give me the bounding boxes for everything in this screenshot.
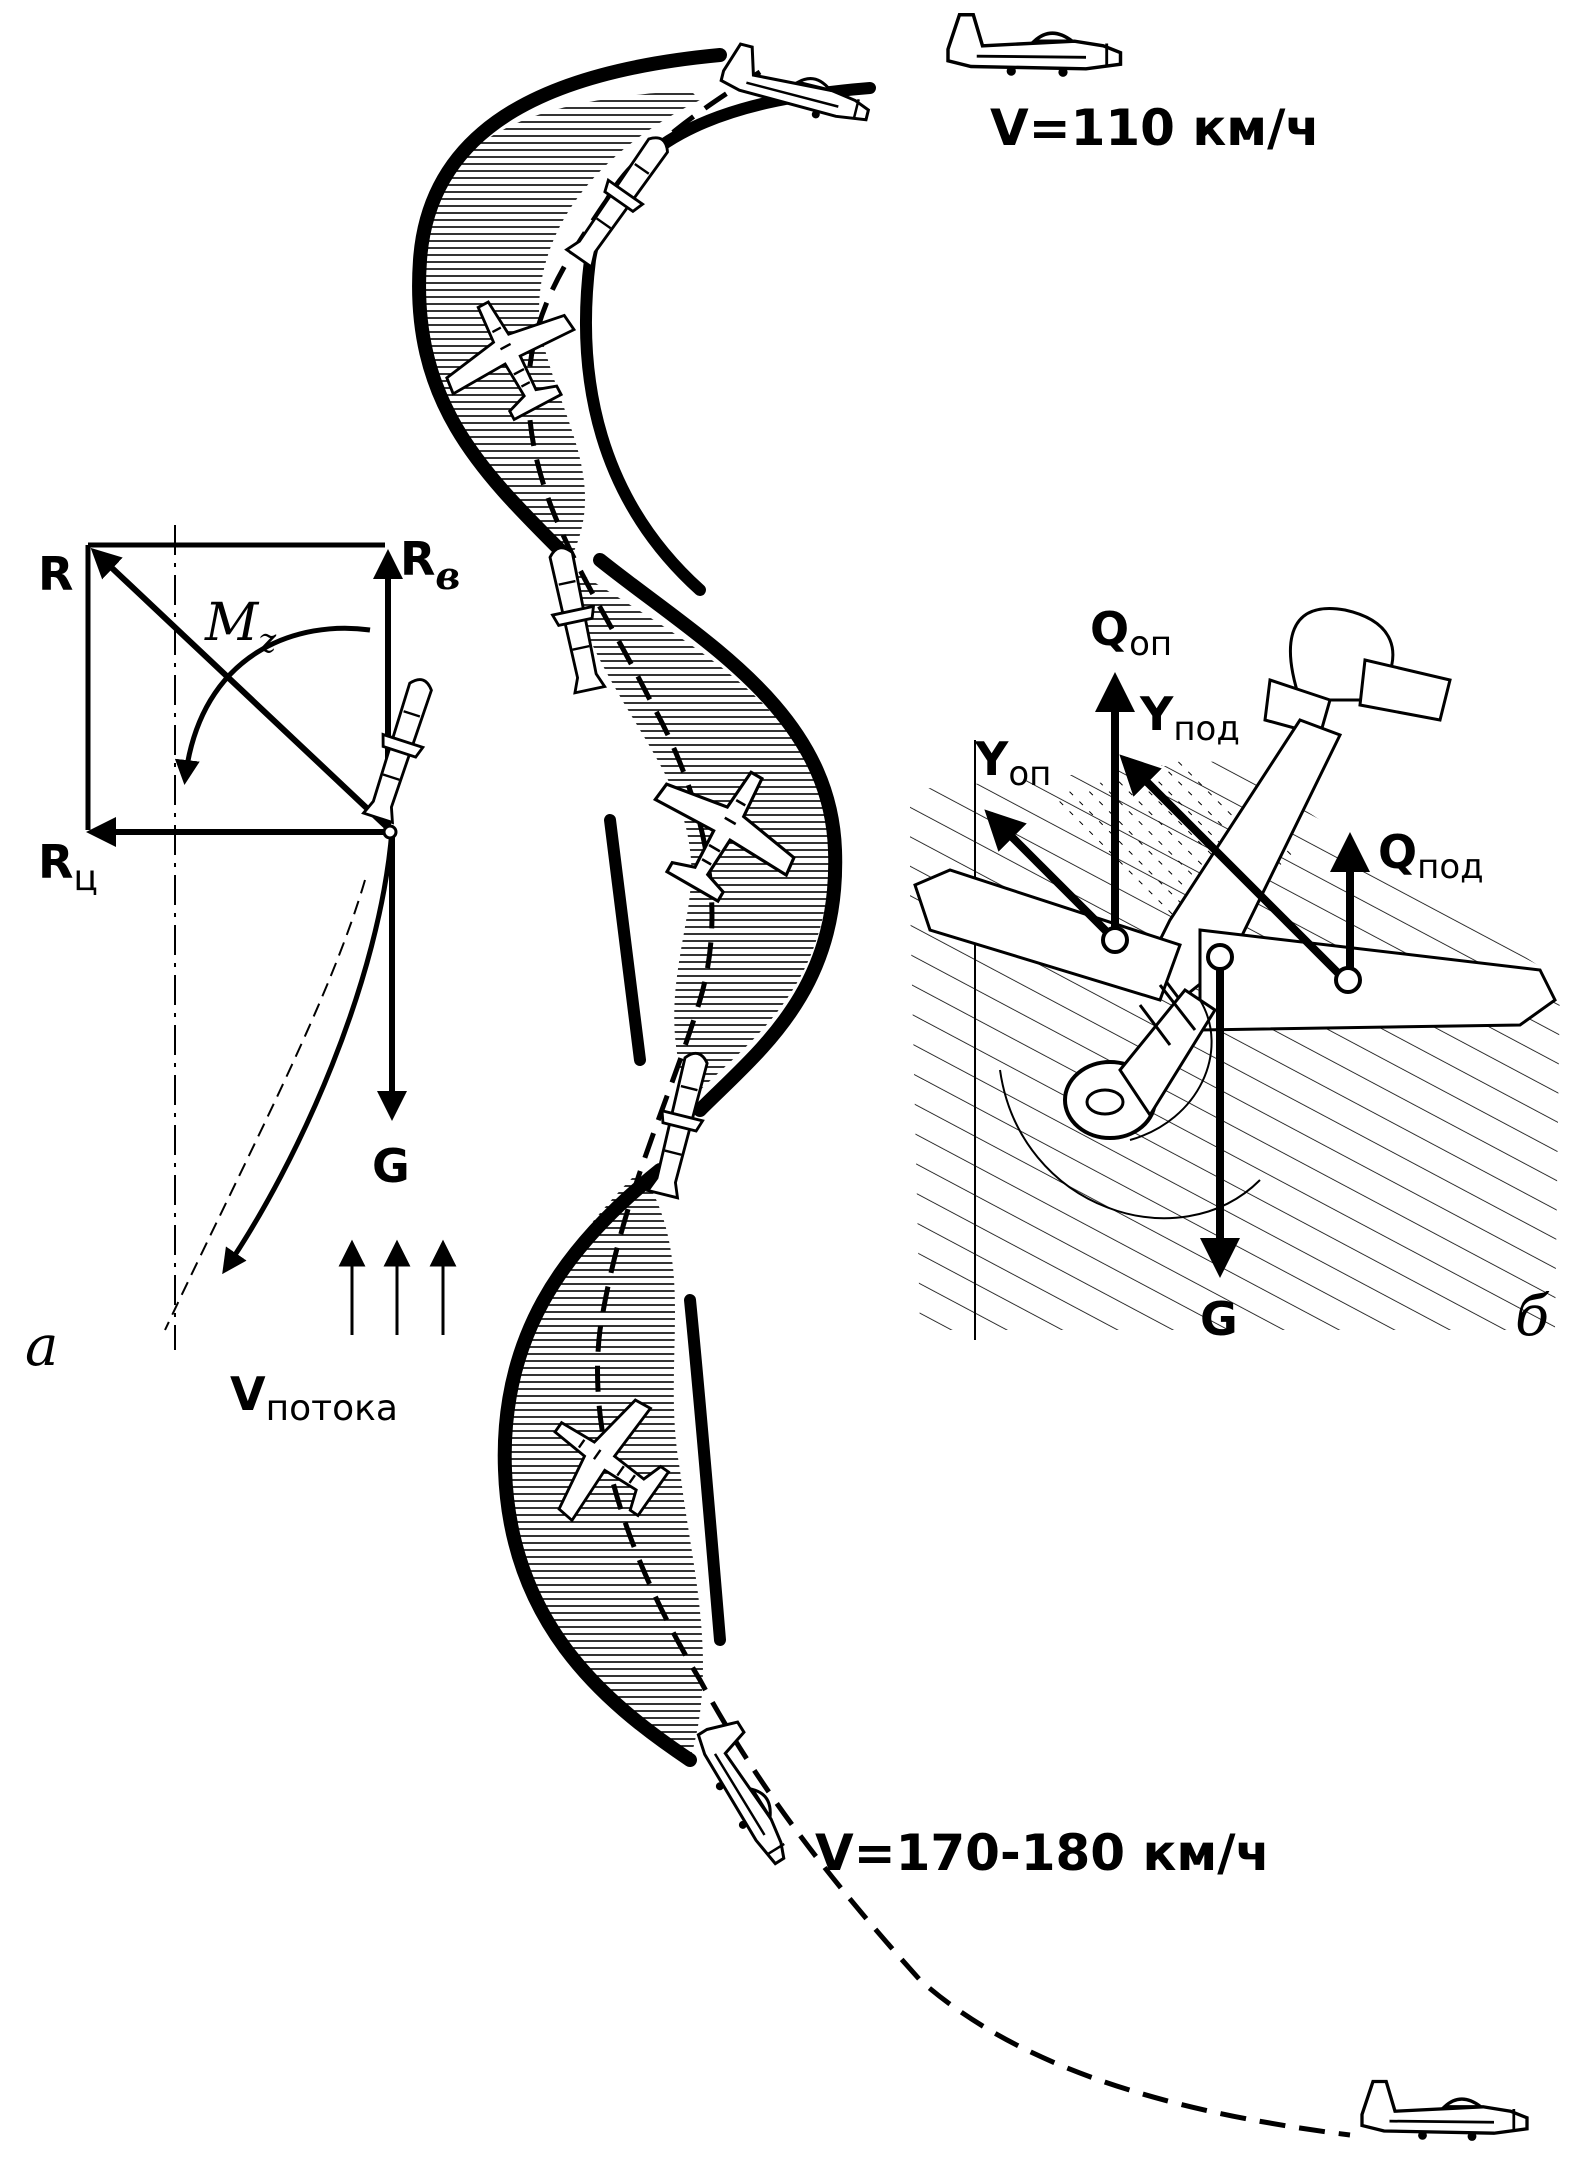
force-R-arrow bbox=[90, 547, 393, 833]
force-Ypod-arrow bbox=[1119, 754, 1348, 983]
label-Yop: Yоп bbox=[974, 732, 1051, 794]
label-Qpod: Qпод bbox=[1378, 825, 1484, 887]
label-Mz: Mz bbox=[204, 593, 277, 661]
force-Yop-arrow bbox=[984, 809, 1118, 943]
label-Rb: Rв bbox=[400, 532, 460, 598]
label-Ypod: Yпод bbox=[1139, 687, 1240, 749]
panel-a-tag: а bbox=[25, 1314, 58, 1379]
speed-bottom-label: V=170-180 км/ч bbox=[815, 1824, 1270, 1882]
moment-Mz-arc bbox=[174, 625, 371, 785]
panel-b-tag: б bbox=[1515, 1284, 1550, 1349]
center-path bbox=[525, 69, 1351, 2138]
label-G-a: G bbox=[372, 1139, 410, 1193]
label-flow: Vпотока bbox=[230, 1367, 398, 1429]
label-G-b: G bbox=[1200, 1292, 1238, 1346]
speed-top-label: V=110 км/ч bbox=[990, 99, 1320, 157]
label-Qop: Qоп bbox=[1090, 602, 1172, 664]
plane-exit bbox=[684, 1712, 814, 1871]
label-Rc: Rц bbox=[38, 835, 98, 899]
label-R: R bbox=[38, 547, 73, 601]
panel-b: Qоп Yоп Yпод Qпод G б bbox=[910, 602, 1560, 1349]
panel-a: R Rв Rц Mz G Vпотока а bbox=[25, 525, 460, 1429]
plane-bottom-end bbox=[1360, 2079, 1529, 2143]
plane-top-start bbox=[946, 13, 1123, 79]
